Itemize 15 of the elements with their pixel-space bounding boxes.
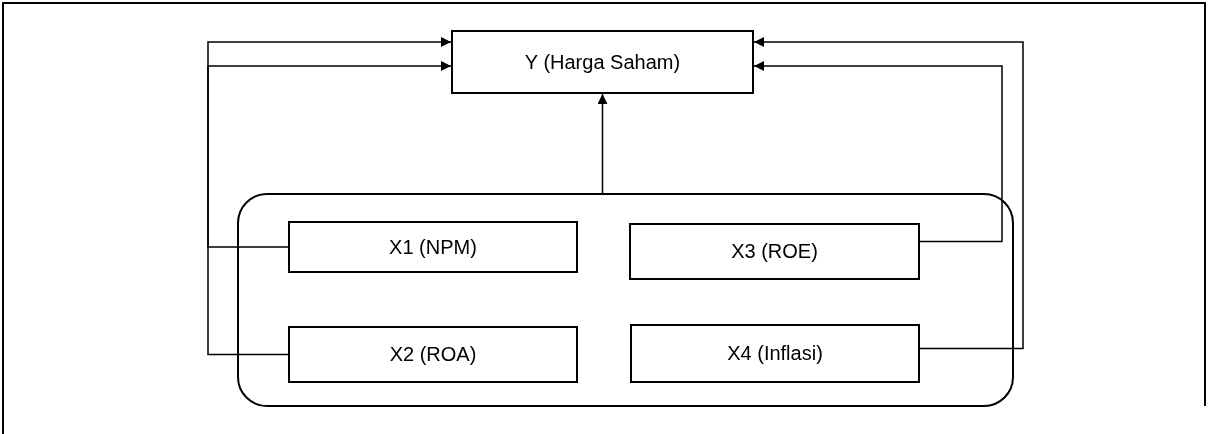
arrow	[597, 93, 608, 194]
variable-label: X4 (Inflasi)	[727, 342, 823, 365]
variable-label: X1 (NPM)	[389, 235, 477, 259]
variable-label: X3 (ROE)	[731, 240, 818, 263]
variable-box	[288, 221, 578, 273]
variable-label: X2 (ROA)	[389, 343, 477, 366]
variable-box	[288, 326, 578, 383]
arrow	[207, 61, 452, 248]
variable-box	[629, 223, 920, 280]
variable-box	[451, 30, 754, 94]
variable-label: Y (Harga Saham)	[524, 50, 681, 74]
arrow	[207, 37, 452, 356]
variable-box	[630, 324, 920, 383]
group-frame	[237, 193, 1014, 407]
arrow	[753, 37, 1024, 350]
